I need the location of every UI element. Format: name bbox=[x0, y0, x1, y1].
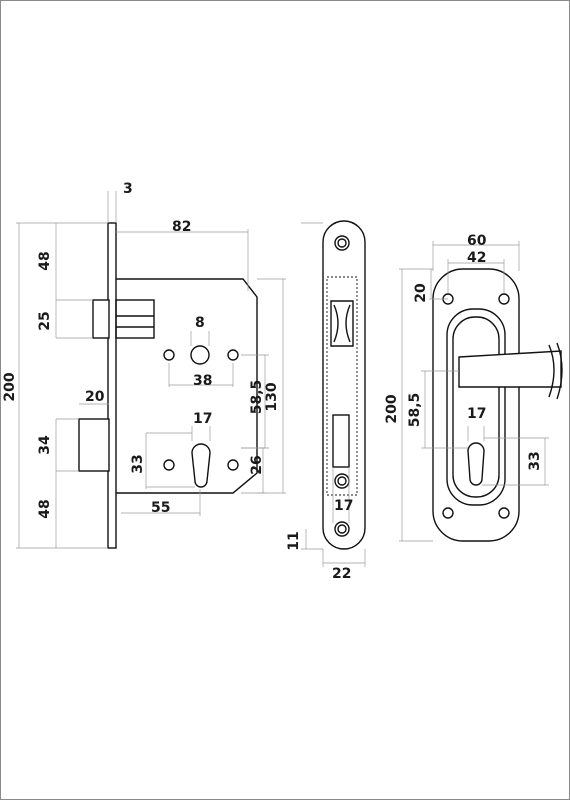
mount-hole bbox=[227, 349, 239, 361]
lock-case-outline bbox=[116, 278, 258, 494]
dim-escutcheon-cylinder-width: 17 bbox=[467, 406, 486, 422]
cylinder-hole bbox=[191, 443, 211, 488]
dim-escutcheon-inner-width: 42 bbox=[467, 250, 486, 266]
dim-faceplate-bottom-offset: 11 bbox=[286, 531, 302, 550]
escutcheon-screw-hole bbox=[498, 293, 510, 305]
escutcheon-inner bbox=[452, 316, 500, 498]
dim-spindle-to-edge: 38 bbox=[193, 373, 212, 389]
dim-bolt-projection: 20 bbox=[85, 389, 105, 405]
lock-body-dimension-lines bbox=[16, 191, 286, 549]
dim-faceplate-width: 22 bbox=[332, 566, 351, 582]
dim-faceplate-bolt-width: 17 bbox=[334, 498, 353, 514]
dim-backset: 55 bbox=[151, 500, 170, 516]
faceplate-outline bbox=[322, 220, 366, 550]
mount-hole bbox=[163, 349, 175, 361]
dim-backset-width: 82 bbox=[172, 219, 191, 235]
dim-escutcheon-top-offset: 20 bbox=[413, 283, 429, 303]
escutcheon-cylinder-hole bbox=[467, 442, 485, 486]
mount-hole bbox=[227, 459, 239, 471]
latch-bolt bbox=[92, 299, 110, 339]
dim-center-distance: 58,5 bbox=[249, 380, 265, 415]
latch-housing bbox=[115, 299, 155, 339]
escutcheon-dimension-lines bbox=[399, 241, 549, 542]
dim-cylinder-height: 33 bbox=[130, 454, 146, 473]
dim-cylinder-to-bottom: 26 bbox=[249, 455, 265, 474]
dim-faceplate-thickness: 3 bbox=[123, 181, 133, 197]
dim-cylinder-width: 17 bbox=[193, 411, 212, 427]
dim-total-height: 200 bbox=[2, 372, 18, 401]
faceplate-screw-hole bbox=[334, 473, 350, 489]
bolt-opening bbox=[332, 414, 350, 468]
escutcheon-screw-hole bbox=[442, 507, 454, 519]
lever-handle bbox=[458, 350, 562, 388]
latch-opening bbox=[330, 300, 354, 347]
dim-bolt-height: 34 bbox=[37, 435, 53, 455]
faceplate-screw-hole bbox=[334, 235, 350, 251]
escutcheon-recess bbox=[446, 308, 506, 506]
dead-bolt bbox=[78, 418, 110, 472]
spindle-hub bbox=[190, 345, 210, 365]
dim-escutcheon-cylinder-height: 33 bbox=[527, 451, 543, 470]
dim-top-to-latch: 48 bbox=[37, 251, 53, 270]
dim-escutcheon-height: 200 bbox=[384, 394, 400, 423]
dim-latch-height: 25 bbox=[37, 311, 53, 330]
dim-spindle-square: 8 bbox=[195, 315, 205, 331]
dim-bottom-to-bolt: 48 bbox=[37, 499, 53, 518]
mount-hole bbox=[163, 459, 175, 471]
escutcheon-screw-hole bbox=[498, 507, 510, 519]
lock-faceplate bbox=[107, 222, 117, 549]
dim-body-height: 130 bbox=[264, 382, 280, 411]
lock-body-view bbox=[78, 222, 258, 549]
faceplate-screw-hole bbox=[334, 521, 350, 537]
escutcheon-view bbox=[432, 268, 563, 542]
escutcheon-outer bbox=[432, 268, 520, 542]
faceplate-view bbox=[322, 220, 366, 550]
faceplate-dimension-lines bbox=[301, 222, 366, 567]
dim-escutcheon-outer-width: 60 bbox=[467, 233, 487, 249]
dim-escutcheon-center-distance: 58,5 bbox=[407, 393, 423, 428]
